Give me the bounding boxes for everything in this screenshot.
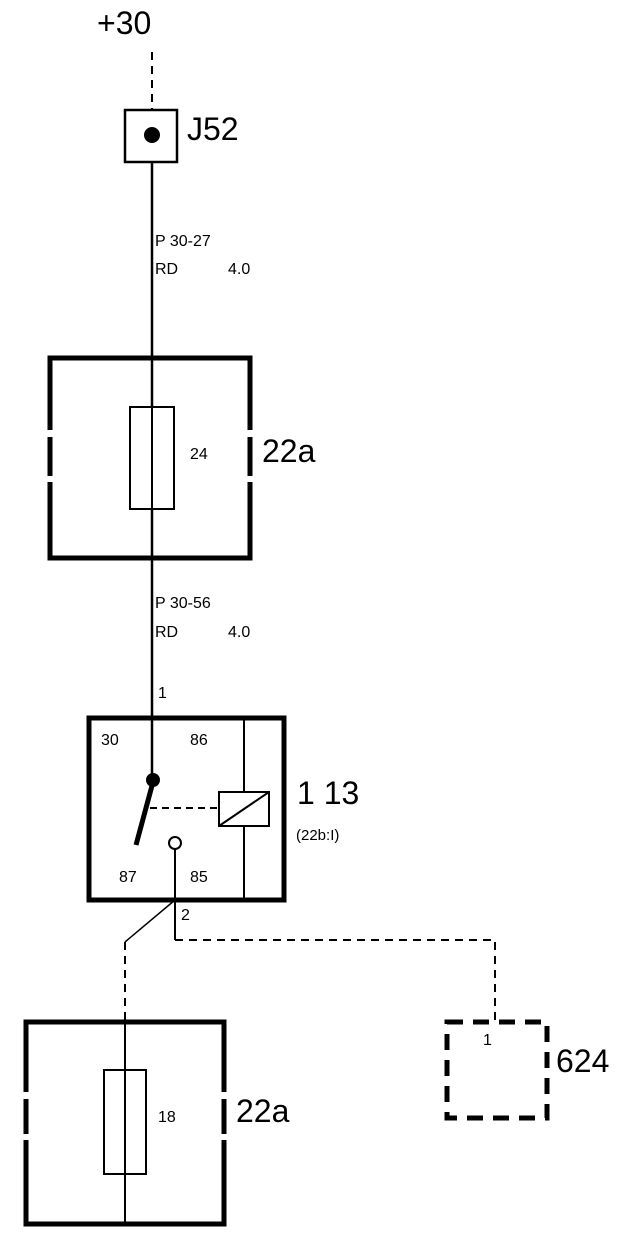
wire-mid-color: RD <box>155 624 178 641</box>
connector-label: 624 <box>556 1043 609 1079</box>
wire-top-color: RD <box>155 261 178 278</box>
junction-dot <box>144 127 160 143</box>
fuse-box-top-label: 22a <box>262 433 316 469</box>
connector-pin: 1 <box>483 1032 492 1049</box>
relay-box <box>86 715 287 903</box>
wire-mid-code: P 30-56 <box>155 595 211 612</box>
fuse-box-bottom-label: 22a <box>236 1093 290 1129</box>
connector-624-box <box>444 1019 550 1121</box>
junction-label: J52 <box>187 111 239 147</box>
relay-label: 1 13 <box>297 775 359 811</box>
fuse-box-top <box>47 355 253 561</box>
relay-switch-arm <box>133 781 156 846</box>
supply-label: +30 <box>97 5 151 41</box>
relay-pivot-dot <box>146 773 160 787</box>
relay-terminal-86: 86 <box>190 732 208 749</box>
wire-mid-size: 4.0 <box>228 624 250 641</box>
relay-terminal-85: 85 <box>190 869 208 886</box>
wire-to-624 <box>175 939 496 1020</box>
wire-top-code: P 30-27 <box>155 233 211 250</box>
fuse-18-number: 18 <box>158 1109 176 1126</box>
fuse-box-bottom <box>23 1019 227 1227</box>
relay-pin-out: 2 <box>181 907 190 924</box>
relay-contact-87 <box>168 836 182 850</box>
relay-pin-in: 1 <box>158 685 167 702</box>
wire-branch <box>124 899 176 943</box>
wire-top-size: 4.0 <box>228 261 250 278</box>
relay-terminal-30: 30 <box>101 732 119 749</box>
relay-ref: (22b:I) <box>296 827 339 844</box>
relay-terminal-87: 87 <box>119 869 137 886</box>
fuse-24-number: 24 <box>190 446 208 463</box>
